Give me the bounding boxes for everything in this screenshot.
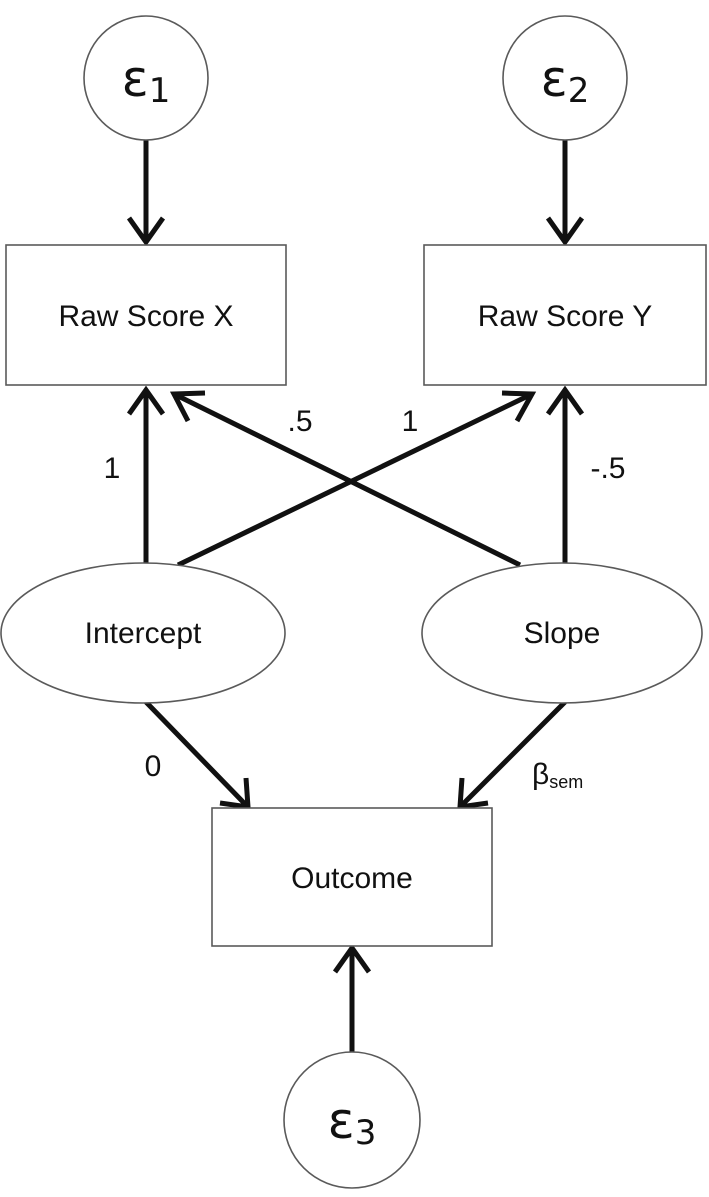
error-symbol-e1: ε [122, 50, 149, 108]
raw-score-y-label: Raw Score Y [478, 300, 653, 333]
beta-subscript: sem [549, 772, 583, 792]
raw-score-y-box [423, 244, 707, 386]
arrowhead-intercept-raw-score-y [501, 390, 537, 423]
error-term-e1: ε1 [83, 15, 209, 141]
outcome-box [211, 807, 493, 947]
error-term-e3: ε3 [283, 1051, 421, 1189]
error-subscript-e3: 3 [355, 1113, 377, 1153]
arrowhead-outcome-bottom [332, 943, 372, 974]
beta-symbol: β [532, 758, 549, 791]
arrowhead-slope-raw-score-x [169, 390, 206, 423]
edge-slope-to-outcome [460, 700, 567, 807]
slope-ellipse [421, 562, 703, 704]
error-symbol-e2: ε [541, 50, 568, 108]
path-label-slope-outcome: βsem [532, 758, 583, 792]
error-term-e2: ε2 [502, 15, 628, 141]
arrowhead-slope-outcome [457, 777, 489, 810]
intercept-node: Intercept [0, 562, 286, 704]
arrowhead-intercept-raw-score-x [126, 385, 166, 416]
raw-score-x-node: Raw Score X [5, 244, 287, 386]
slope-label: Slope [524, 617, 601, 650]
error-symbol-e3: ε [328, 1092, 355, 1150]
loading-label-slope-raw-y: -.5 [590, 452, 625, 485]
path-label-intercept-outcome: 0 [145, 750, 162, 783]
raw-score-x-box [5, 244, 287, 386]
arrowhead-slope-raw-score-y [545, 385, 585, 416]
error-subscript-e1: 1 [149, 71, 171, 111]
loading-label-slope-raw-x: .5 [287, 405, 312, 438]
error-label-e3: ε3 [328, 1092, 377, 1153]
edge-intercept-to-outcome [144, 700, 248, 807]
error-circle-e1 [83, 15, 209, 141]
intercept-label: Intercept [85, 617, 202, 650]
arrowhead-raw-score-y-top [545, 216, 585, 247]
outcome-node: Outcome [211, 807, 493, 947]
error-circle-e3 [283, 1051, 421, 1189]
intercept-ellipse [0, 562, 286, 704]
error-subscript-e2: 2 [568, 71, 590, 111]
slope-node: Slope [421, 562, 703, 704]
error-label-e2: ε2 [541, 50, 590, 111]
error-circle-e2 [502, 15, 628, 141]
edge-intercept-to-raw-score-y [176, 392, 532, 568]
raw-score-x-label: Raw Score X [58, 300, 233, 333]
loading-label-intercept-raw-x: 1 [104, 452, 121, 485]
edge-slope-to-raw-score-x [174, 392, 522, 568]
raw-score-y-node: Raw Score Y [423, 244, 707, 386]
arrowhead-intercept-outcome [219, 777, 251, 810]
outcome-label: Outcome [291, 862, 413, 895]
arrowhead-raw-score-x-top [126, 216, 166, 247]
error-label-e1: ε1 [122, 50, 171, 111]
loading-label-intercept-raw-y: 1 [402, 405, 419, 438]
